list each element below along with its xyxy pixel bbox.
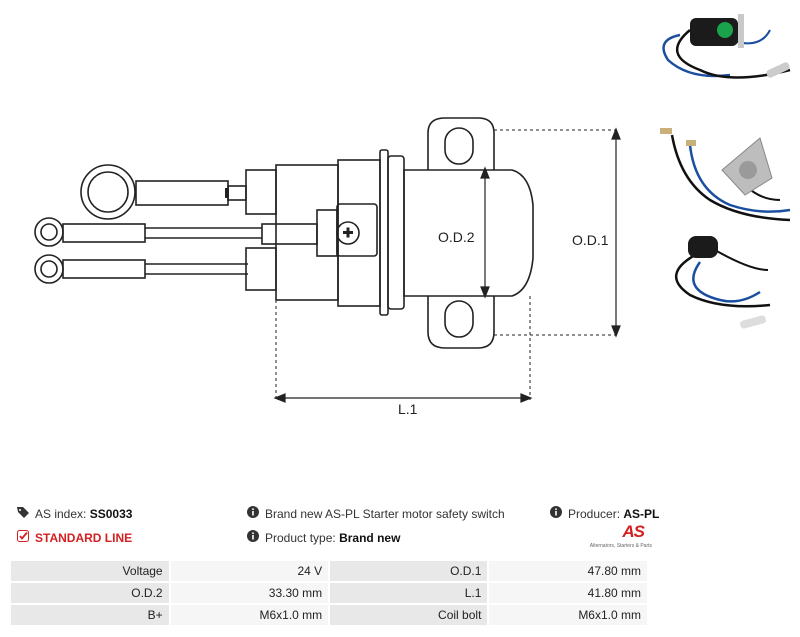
spec-label: O.D.1	[330, 561, 488, 581]
spec-label: O.D.2	[11, 583, 169, 603]
info-icon	[247, 506, 259, 521]
spec-label: Voltage	[11, 561, 169, 581]
spec-value: 33.30 mm	[170, 583, 329, 603]
table-row: B+ M6x1.0 mm Coil bolt M6x1.0 mm	[11, 605, 647, 625]
table-row: Voltage 24 V O.D.1 47.80 mm	[11, 561, 647, 581]
od2-label: O.D.2	[438, 229, 475, 245]
standard-line-text: STANDARD LINE	[35, 530, 133, 545]
table-row: O.D.2 33.30 mm L.1 41.80 mm	[11, 583, 647, 603]
product-photo-middle	[660, 128, 791, 222]
producer-label: Producer:	[568, 506, 621, 521]
info-icon	[247, 530, 259, 545]
producer: Producer: AS-PL	[550, 506, 659, 521]
logo-tagline: Alternators, Starters & Parts	[589, 543, 652, 549]
tag-icon	[17, 506, 29, 521]
product-type: Product type: Brand new	[247, 530, 400, 545]
description: Brand new AS-PL Starter motor safety swi…	[247, 506, 505, 521]
checkbox-checked-icon	[17, 530, 29, 545]
product-photo-bottom	[674, 236, 771, 329]
as-pl-logo: AS Alternators, Starters & Parts	[582, 522, 652, 552]
as-index-label: AS index:	[35, 506, 87, 521]
spec-label: Coil bolt	[330, 605, 488, 625]
spec-value: M6x1.0 mm	[489, 605, 647, 625]
spec-value: 24 V	[170, 561, 329, 581]
info-icon	[550, 506, 562, 521]
as-index: AS index: SS0033	[17, 506, 132, 521]
logo-mark: AS	[622, 522, 645, 541]
spec-value: 47.80 mm	[489, 561, 647, 581]
spec-value: M6x1.0 mm	[170, 605, 329, 625]
product-photo-top	[662, 14, 791, 79]
as-index-value: SS0033	[89, 506, 133, 521]
description-text: Brand new AS-PL Starter motor safety swi…	[265, 506, 505, 521]
product-type-label: Product type:	[265, 530, 336, 545]
spec-label: B+	[11, 605, 169, 625]
specs-table: Voltage 24 V O.D.1 47.80 mm O.D.2 33.30 …	[9, 559, 649, 627]
l1-label: L.1	[398, 401, 418, 417]
spec-value: 41.80 mm	[489, 583, 647, 603]
product-type-value: Brand new	[339, 530, 401, 545]
standard-line: STANDARD LINE	[17, 530, 132, 545]
technical-drawing: O.D.2 O.D.1 L.1	[34, 14, 791, 417]
spec-label: L.1	[330, 583, 488, 603]
od1-label: O.D.1	[572, 232, 609, 248]
producer-value: AS-PL	[623, 506, 660, 521]
